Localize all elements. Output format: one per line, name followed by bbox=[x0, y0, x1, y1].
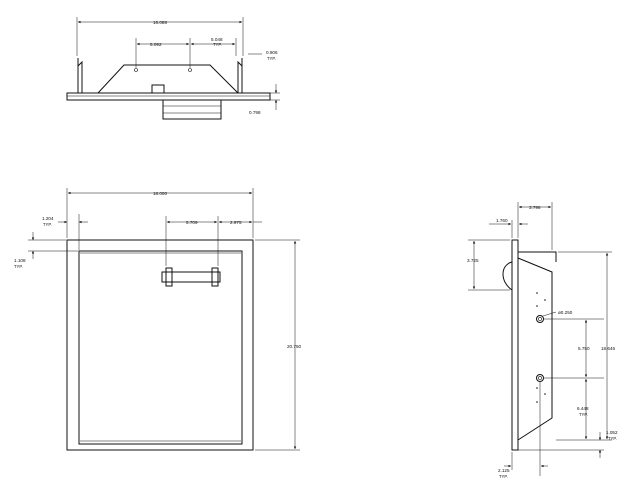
dim-hole-spacing-label: 5.092 bbox=[150, 42, 162, 47]
dim-handle-right-label: 2.975 bbox=[230, 220, 242, 225]
side-view-body bbox=[517, 257, 553, 441]
top-view-flanges bbox=[77, 58, 243, 93]
dim-door-thick-label: 1.760 bbox=[496, 218, 508, 223]
dim-hole-offset-typ: TYP. bbox=[213, 42, 222, 47]
dim-handle-left-label: 5.709 bbox=[186, 220, 198, 225]
side-view-vent-dots bbox=[536, 292, 546, 403]
side-view-hole-bottom-inner bbox=[538, 376, 542, 380]
dim-thick-label: 0.798 bbox=[249, 110, 261, 115]
dim-bottom-edge-typ: TYP. bbox=[608, 436, 617, 441]
dim-handle-height-label: 3.725 bbox=[467, 258, 479, 263]
top-view-handle-boss bbox=[151, 84, 165, 94]
dim-left-margin-typ: TYP. bbox=[43, 222, 52, 227]
dim-side-hole-spacing-label: 5.750 bbox=[578, 346, 590, 351]
front-view-handle bbox=[161, 271, 221, 283]
top-view-plate bbox=[66, 92, 271, 101]
dim-bottom-offset-label: 2.125 bbox=[498, 468, 510, 473]
dim-hole-offset-label: 5.048 bbox=[211, 37, 223, 42]
front-view-door bbox=[78, 250, 243, 445]
front-view-frame bbox=[66, 239, 254, 451]
dim-bottom-edge-label: 1.052 bbox=[606, 430, 618, 435]
top-view-hole-left bbox=[134, 68, 138, 72]
top-view-handle bbox=[162, 99, 222, 120]
dim-flange-label: 0.906 bbox=[266, 50, 278, 55]
side-view-hole-top-inner bbox=[538, 317, 542, 321]
front-view-handle-post-right bbox=[211, 267, 219, 287]
dim-depth-label: 3.798 bbox=[529, 205, 541, 210]
front-view: 18.000 1.204 TYP. 1.108 TYP. 5.709 2.975… bbox=[14, 188, 301, 451]
side-view-door bbox=[511, 239, 519, 451]
top-view-body bbox=[97, 64, 239, 94]
side-view-top-flange bbox=[518, 251, 557, 262]
dim-bottom-hole-offset-typ: TYP. bbox=[579, 412, 588, 417]
side-view-hole-bottom bbox=[536, 374, 544, 382]
dim-hole-dia-label: ø0.250 bbox=[558, 310, 573, 315]
side-view: 3.798 1.760 3.725 ø0.250 5.750 18.646 6.… bbox=[467, 202, 618, 479]
front-view-handle-post-left bbox=[165, 267, 173, 287]
dim-bottom-offset-typ: TYP. bbox=[499, 474, 508, 479]
dim-top-margin-label: 1.108 bbox=[14, 258, 26, 263]
dim-top-width-label: 16.088 bbox=[153, 20, 167, 25]
dim-left-margin-label: 1.204 bbox=[42, 216, 54, 221]
side-view-handle bbox=[502, 261, 513, 291]
side-view-hole-top bbox=[536, 315, 544, 323]
top-view-hole-right bbox=[188, 68, 192, 72]
dim-bottom-hole-offset-label: 6.448 bbox=[577, 406, 589, 411]
dim-height-label: 20.750 bbox=[287, 344, 301, 349]
dim-hole-dia-leader bbox=[542, 311, 557, 317]
dim-top-margin-typ: TYP. bbox=[14, 264, 23, 269]
top-view: 16.088 5.092 5.048 TYP. 0.906 TYP. 0.798 bbox=[66, 17, 280, 120]
dim-front-width-label: 18.000 bbox=[153, 191, 167, 196]
dim-overall-height-label: 18.646 bbox=[601, 346, 615, 351]
dim-flange-typ: TYP. bbox=[267, 56, 276, 61]
